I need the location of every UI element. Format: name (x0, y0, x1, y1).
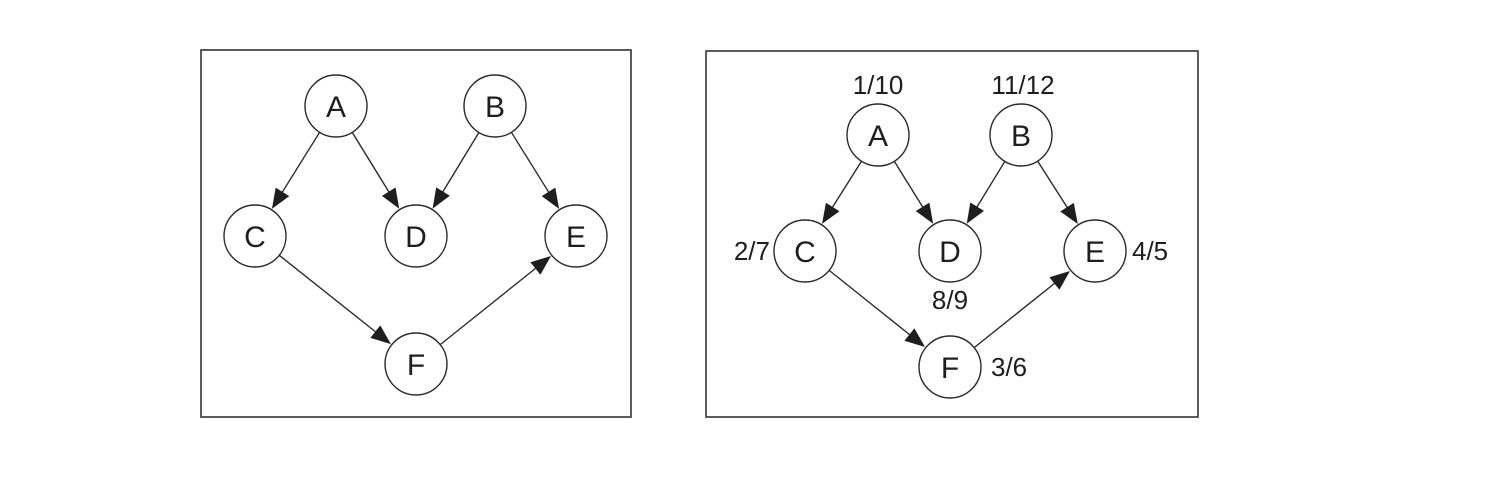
right-node-a: A (846, 103, 910, 167)
arrowhead (432, 187, 450, 209)
edge-line (439, 266, 538, 346)
arrowhead (370, 325, 391, 345)
right-edge-a-c (822, 160, 863, 224)
edge-line (441, 132, 480, 194)
edge-line (975, 161, 1006, 209)
arrowhead (904, 328, 926, 348)
node-label: B (1011, 120, 1031, 153)
node-circle (544, 204, 608, 268)
right-edge-f-e (973, 270, 1071, 349)
right-node-d: D (918, 219, 982, 283)
left-node-a: A (304, 74, 368, 138)
left-edge-a-c (271, 131, 321, 209)
right-graph-panel: A B C D E F 1/10 11/12 2/7 8/9 4/5 3/6 (705, 50, 1199, 418)
time-label-c: 2/7 (734, 236, 770, 266)
node-label: C (794, 236, 816, 269)
edge-line (280, 131, 321, 194)
time-label-b: 11/12 (991, 70, 1054, 100)
node-circle (223, 204, 287, 268)
edge-line (278, 254, 378, 334)
right-node-c: C (773, 219, 837, 283)
arrowhead (530, 255, 552, 275)
right-graph-nodes: A B C D E F (773, 103, 1127, 399)
node-label: E (566, 221, 586, 254)
node-circle (989, 103, 1053, 167)
node-circle (846, 103, 910, 167)
node-label: D (405, 221, 427, 254)
left-edge-b-d (432, 132, 480, 209)
left-edge-f-e (439, 255, 552, 346)
node-circle (918, 219, 982, 283)
time-label-e: 4/5 (1132, 236, 1168, 266)
right-edge-c-f (828, 269, 926, 348)
node-label: A (326, 91, 346, 124)
time-label-a: 1/10 (853, 70, 904, 100)
node-label: A (868, 120, 888, 153)
node-circle (384, 332, 448, 396)
left-node-c: C (223, 204, 287, 268)
right-graph-edges (822, 160, 1078, 349)
edge-line (828, 269, 912, 337)
left-edge-a-d (351, 132, 400, 209)
edge-line (351, 132, 391, 194)
edge-line (831, 160, 863, 210)
right-edge-b-e (1037, 160, 1078, 225)
time-label-d: 8/9 (932, 285, 968, 315)
node-label: B (485, 91, 505, 124)
right-node-f: F (918, 335, 982, 399)
edge-line (510, 131, 551, 194)
right-graph-discovery-finish-times: 1/10 11/12 2/7 8/9 4/5 3/6 (734, 70, 1168, 382)
left-graph-nodes: A B C D E F (223, 74, 608, 396)
right-node-e: E (1063, 219, 1127, 283)
arrowhead (966, 202, 984, 224)
node-circle (384, 204, 448, 268)
arrowhead (271, 187, 290, 209)
left-node-f: F (384, 332, 448, 396)
right-edge-b-d (966, 161, 1006, 224)
node-label: F (407, 349, 425, 382)
right-edge-a-d (893, 160, 934, 224)
arrowhead (541, 187, 560, 209)
edge-line (893, 160, 925, 209)
node-circle (1063, 219, 1127, 283)
node-label: D (939, 236, 961, 269)
edge-line (1037, 160, 1069, 210)
time-label-f: 3/6 (991, 352, 1027, 382)
left-node-e: E (544, 204, 608, 268)
node-label: C (244, 221, 266, 254)
node-circle (918, 335, 982, 399)
arrowhead (822, 202, 840, 224)
left-node-d: D (384, 204, 448, 268)
arrowhead (381, 187, 400, 209)
node-circle (304, 74, 368, 138)
arrowhead (915, 202, 934, 224)
left-graph-panel: A B C D E F (200, 49, 632, 418)
left-node-b: B (463, 74, 527, 138)
edge-line (973, 281, 1057, 349)
left-graph-edges (271, 131, 560, 346)
node-label: E (1085, 236, 1105, 269)
arrowhead (1049, 270, 1071, 290)
node-circle (463, 74, 527, 138)
right-node-b: B (989, 103, 1053, 167)
left-edge-b-e (510, 131, 560, 209)
left-edge-c-f (278, 254, 391, 345)
arrowhead (1060, 202, 1078, 225)
node-label: F (941, 352, 959, 385)
node-circle (773, 219, 837, 283)
